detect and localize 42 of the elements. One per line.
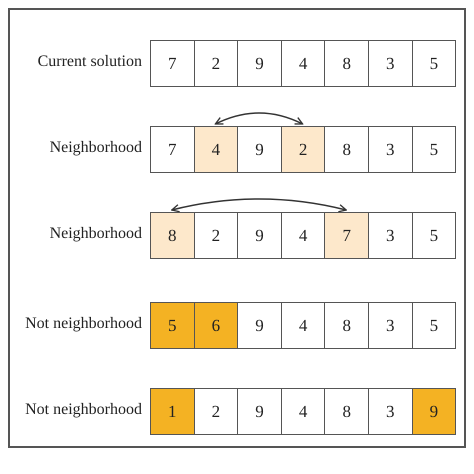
array-cell: 5	[412, 302, 456, 349]
swap-arrow	[214, 112, 304, 125]
row-label: Current solution	[38, 52, 142, 70]
array-cell: 2	[194, 388, 238, 435]
array-cell: 5	[412, 212, 456, 259]
array-cell: 8	[324, 302, 369, 349]
array-cell: 7	[150, 40, 195, 87]
array-cell: 8	[324, 126, 369, 173]
row-label: Not neighborhood	[25, 400, 142, 418]
array-cell: 9	[237, 302, 282, 349]
array-cell: 8	[324, 388, 369, 435]
row-label: Neighborhood	[50, 138, 142, 156]
row-label: Not neighborhood	[25, 314, 142, 332]
array-cell: 4	[280, 212, 326, 259]
array-cell: 3	[368, 40, 413, 87]
array-cell: 3	[368, 302, 413, 349]
array-cell: 6	[194, 302, 238, 349]
array-cell: 5	[412, 40, 456, 87]
array-cell: 3	[368, 388, 413, 435]
array-cell: 8	[150, 212, 195, 259]
array-cell: 8	[324, 40, 369, 87]
array-cell: 7	[150, 126, 195, 173]
array-cell: 4	[280, 388, 326, 435]
array-cell: 2	[280, 126, 326, 173]
array-cell: 1	[150, 388, 195, 435]
array-cell: 3	[368, 212, 413, 259]
array-cell: 5	[412, 126, 456, 173]
array-cell: 9	[237, 126, 282, 173]
array-cell: 4	[194, 126, 238, 173]
array-cell: 9	[237, 388, 282, 435]
array-cell: 4	[280, 302, 326, 349]
array-cell: 5	[150, 302, 195, 349]
array-cell: 9	[237, 40, 282, 87]
array-cell: 3	[368, 126, 413, 173]
array-cell: 4	[280, 40, 326, 87]
array-cell: 9	[412, 388, 456, 435]
array-cell: 7	[324, 212, 369, 259]
swap-arrow	[171, 198, 347, 213]
array-cell: 2	[194, 40, 238, 87]
row-label: Neighborhood	[50, 224, 142, 242]
array-cell: 2	[194, 212, 238, 259]
array-cell: 9	[237, 212, 282, 259]
